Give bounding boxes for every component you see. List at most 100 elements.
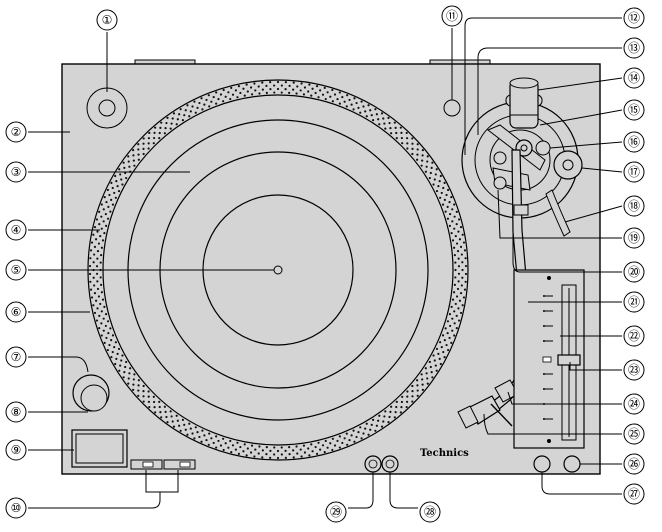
strobe-dot	[100, 246, 103, 249]
strobe-dot	[447, 188, 450, 192]
strobe-dot	[128, 165, 131, 168]
strobe-dot	[120, 359, 123, 362]
callout-22: ㉒	[628, 329, 640, 343]
strobe-dot	[222, 100, 225, 103]
strobe-dot	[369, 428, 372, 431]
strobe-dot	[388, 415, 391, 419]
leader-18	[564, 205, 623, 223]
strobe-dot	[99, 302, 102, 306]
strobe-dot	[338, 102, 341, 105]
callout-ring-9	[5, 439, 27, 461]
strobe-dot	[455, 314, 458, 317]
strobe-dot	[97, 295, 101, 298]
strobe-dot	[249, 451, 253, 454]
strobe-dot	[257, 85, 260, 88]
callout-ring-5	[5, 259, 27, 281]
strobe-dot	[106, 320, 110, 323]
strobe-dot	[329, 95, 332, 98]
strobe-dot	[183, 114, 186, 117]
strobe-dot	[273, 446, 276, 449]
strobe-dot	[137, 389, 140, 392]
leader-28	[389, 472, 418, 509]
strobe-dot	[102, 208, 105, 211]
strobe-dot	[175, 414, 178, 417]
strobe-dot	[346, 94, 349, 97]
strobe-dot	[203, 103, 206, 106]
callout-ring-4	[5, 219, 27, 241]
callout-2: ②	[11, 125, 22, 139]
pitch-tick-dot	[543, 310, 545, 312]
strobe-dot	[405, 137, 409, 140]
strobe-dot	[430, 166, 433, 169]
strobe-dot	[100, 334, 103, 337]
strobe-dot	[224, 442, 227, 445]
leader-20	[512, 230, 622, 273]
strobe-dot	[420, 373, 423, 376]
strobe-dot	[453, 246, 456, 249]
strobe-dot	[341, 441, 344, 445]
strobe-dot	[299, 448, 302, 451]
strobe-dot	[132, 149, 135, 152]
strobe-dot	[288, 84, 291, 87]
callout-13: ⑬	[628, 41, 640, 55]
strobe-dot	[261, 449, 264, 452]
leader-15	[539, 109, 623, 126]
leader-19	[497, 189, 622, 239]
strobe-dot	[181, 119, 184, 122]
strobe-dot	[158, 131, 161, 135]
strobe-dot	[383, 415, 386, 418]
strobe-dot	[100, 322, 103, 325]
strobe-dot	[250, 93, 254, 96]
strobe-dot	[100, 227, 103, 230]
strobe-dot	[444, 210, 447, 213]
callout-19: ⑲	[628, 231, 640, 245]
strobe-dot	[365, 115, 368, 118]
callout-12: ⑫	[628, 11, 640, 25]
strobe-dot	[93, 245, 97, 248]
strobe-dot	[215, 435, 218, 438]
strobe-dot	[186, 104, 189, 107]
strobe-dot	[196, 106, 199, 109]
strobe-dot	[237, 452, 241, 455]
strobe-dot	[153, 400, 156, 404]
strobe-dot	[315, 452, 319, 455]
strobe-dot	[457, 257, 460, 260]
callout-ring-22	[623, 325, 645, 347]
strobe-dot	[447, 348, 450, 352]
strobe-dot	[111, 186, 114, 190]
leader-10	[28, 470, 179, 509]
strobe-dot	[98, 314, 101, 317]
strobe-dot	[457, 307, 460, 310]
strobe-dot	[338, 446, 341, 449]
strobe-dot	[350, 434, 353, 437]
strobe-dot	[215, 446, 218, 449]
strobe-dot	[269, 456, 272, 459]
strobe-dot	[435, 168, 438, 171]
strobe-dot	[92, 233, 95, 236]
strobe-dot	[93, 292, 97, 295]
strobe-dot	[129, 367, 132, 370]
strobe-dot	[464, 280, 467, 283]
strobe-dot	[227, 91, 230, 94]
strobe-dot	[393, 416, 396, 419]
strobe-dot	[464, 257, 467, 260]
strobe-dot	[461, 268, 464, 272]
strobe-dot	[142, 384, 145, 388]
strobe-dot	[439, 196, 442, 199]
strobe-dot	[97, 242, 101, 245]
strobe-dot	[249, 86, 253, 89]
strobe-dot	[215, 91, 218, 94]
strobe-dot	[411, 142, 414, 145]
leader-7	[28, 356, 89, 373]
strobe-dot	[331, 100, 334, 103]
strobe-dot	[106, 217, 110, 220]
strobe-dot	[280, 84, 283, 87]
callout-9: ⑨	[11, 443, 22, 457]
strobe-dot	[448, 313, 452, 316]
strobe-dot	[171, 117, 174, 120]
strobe-dot	[165, 415, 168, 419]
strobe-dot	[394, 411, 397, 414]
strobe-dot	[331, 437, 334, 440]
strobe-dot	[431, 376, 434, 379]
strobe-dot	[434, 364, 437, 367]
